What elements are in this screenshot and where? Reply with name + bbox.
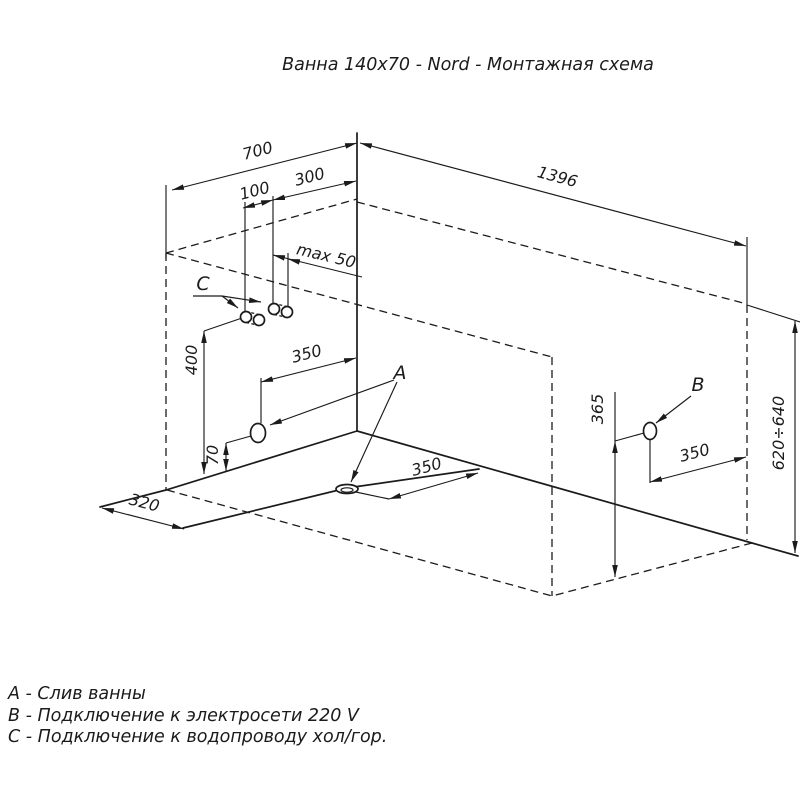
label-a: A — [392, 362, 407, 384]
legend-line-water: C - Подключение к водопроводу хол/гор. — [8, 727, 387, 747]
dim-text-max50: max 50 — [295, 239, 358, 272]
room-wall-hidden-edges — [165, 198, 748, 540]
dim-text-620-640: 620÷640 — [769, 396, 788, 470]
leader-b-to-outlet — [655, 395, 692, 424]
label-c: C — [196, 273, 210, 295]
left-wall-floor-edge — [99, 430, 358, 508]
dim-line-1396 — [359, 142, 747, 247]
dim-line-300 — [272, 180, 357, 201]
dim-text-350-floor: 350 — [409, 454, 443, 480]
dim-text-320: 320 — [127, 490, 161, 516]
leader-a-to-drain — [350, 381, 398, 483]
dim-text-70: 70 — [203, 445, 222, 465]
dim-max50-arrow-2 — [287, 258, 301, 265]
legend-line-drain: A - Слив ванны — [7, 684, 146, 704]
dim-text-365: 365 — [588, 394, 607, 425]
drain-axis-line — [182, 468, 480, 529]
water-pipe-2b — [280, 305, 294, 319]
dim-tick-lines — [193, 295, 651, 500]
dim-extension-lines — [165, 185, 800, 323]
label-b: B — [691, 374, 704, 396]
water-pipe-2a — [267, 302, 281, 316]
floor-front-edge — [356, 430, 799, 557]
dim-line-100 — [242, 199, 274, 209]
dim-line-320 — [101, 507, 185, 530]
floor-drain-inner — [340, 487, 354, 493]
leader-c-to-pipe1 — [221, 295, 239, 309]
leader-c-to-pipe2 — [221, 295, 262, 303]
dim-text-300: 300 — [292, 164, 326, 190]
pipe-pair-connectors — [245, 302, 288, 327]
power-outlet — [642, 421, 658, 441]
page-title: Ванна 140x70 - Nord - Монтажная схема — [282, 55, 654, 75]
wall-drain-hole — [249, 422, 267, 444]
tub-hidden-edges — [165, 252, 753, 597]
dim-text-350-wall: 350 — [289, 341, 323, 367]
dim-line-700 — [171, 142, 358, 191]
dim-text-350-right: 350 — [677, 440, 711, 466]
water-pipe-1b — [252, 313, 266, 327]
dim-text-100: 100 — [237, 178, 271, 204]
dim-text-1396: 1396 — [535, 162, 579, 191]
dim-text-700: 700 — [240, 138, 274, 164]
dim-line-350-wall — [260, 357, 357, 383]
legend-line-power: B - Подключение к электросети 220 V — [8, 706, 360, 726]
dim-line-350-right — [649, 456, 747, 483]
dim-max50-arrow-1 — [272, 254, 286, 261]
water-pipe-1a — [239, 310, 253, 324]
pipe-extension-lines — [244, 196, 289, 311]
dim-text-400: 400 — [182, 345, 201, 376]
dim-line-350-floor — [388, 472, 479, 500]
leader-a-to-wall-hole — [269, 379, 395, 426]
